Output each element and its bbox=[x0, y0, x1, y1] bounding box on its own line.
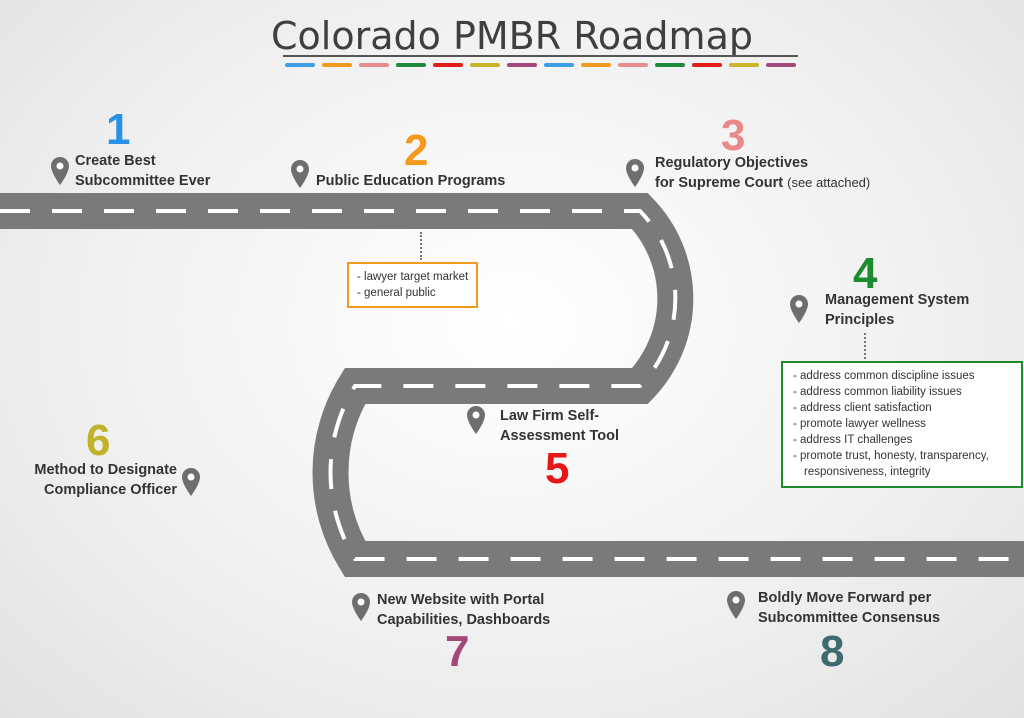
step-1-line1: Create Best bbox=[75, 153, 156, 169]
step-3-line1: Regulatory Objectives bbox=[655, 155, 809, 171]
step-2-label: Public Education Programs bbox=[316, 173, 506, 189]
title-underline bbox=[283, 55, 798, 57]
location-pin-icon bbox=[626, 159, 644, 187]
step-4-number: 4 bbox=[853, 249, 878, 298]
color-strip-segment bbox=[581, 63, 611, 67]
education-item: - general public bbox=[357, 287, 436, 299]
principle-item: - promote lawyer wellness bbox=[793, 418, 926, 430]
color-strip-segment bbox=[470, 63, 500, 67]
step-3-label: Regulatory Objectives for Supreme Court … bbox=[655, 153, 870, 193]
step-7-number: 7 bbox=[445, 627, 470, 676]
color-strip-segment bbox=[692, 63, 722, 67]
step-8-line1: Boldly Move Forward per bbox=[758, 590, 932, 606]
principles-box: - address common discipline issues - add… bbox=[781, 361, 1023, 488]
connector-dots bbox=[864, 333, 866, 359]
principle-item: responsiveness, integrity bbox=[804, 466, 931, 478]
connector-dots bbox=[420, 232, 422, 260]
principle-item: - address client satisfaction bbox=[793, 402, 932, 414]
step-6-line1: Method to Designate bbox=[34, 462, 177, 478]
location-pin-icon bbox=[467, 406, 485, 434]
step-3-note: (see attached) bbox=[787, 175, 871, 190]
principle-item: - promote trust, honesty, transparency, bbox=[793, 450, 989, 462]
color-strip-segment bbox=[359, 63, 389, 67]
color-strip-segment bbox=[285, 63, 315, 67]
step-1-number: 1 bbox=[106, 105, 131, 154]
road-center-dashes bbox=[0, 209, 1024, 561]
step-3-line2: for Supreme Court bbox=[655, 175, 784, 191]
location-pin-icon bbox=[291, 160, 309, 188]
step-8-number: 8 bbox=[820, 627, 845, 676]
color-strip-segment bbox=[544, 63, 574, 67]
education-box: - lawyer target market - general public bbox=[347, 262, 479, 308]
color-strip-segment bbox=[507, 63, 537, 67]
color-strip-segment bbox=[655, 63, 685, 67]
title-color-strip bbox=[285, 63, 797, 67]
location-pin-icon bbox=[352, 593, 370, 621]
principle-item: - address common discipline issues bbox=[793, 370, 975, 382]
step-2-number: 2 bbox=[404, 126, 429, 175]
step-7-line1: New Website with Portal bbox=[377, 592, 545, 608]
step-7-label: New Website with Portal Capabilities, Da… bbox=[377, 590, 550, 630]
principle-item: - address IT challenges bbox=[793, 434, 913, 446]
step-4-label: Management System Principles bbox=[825, 290, 969, 330]
step-3-number: 3 bbox=[721, 111, 746, 160]
location-pin-icon bbox=[790, 295, 808, 323]
color-strip-segment bbox=[433, 63, 463, 67]
page-title: Colorado PMBR Roadmap bbox=[271, 14, 753, 58]
step-5-number: 5 bbox=[545, 444, 570, 493]
color-strip-segment bbox=[729, 63, 759, 67]
step-5-line2: Assessment Tool bbox=[500, 428, 619, 444]
color-strip-segment bbox=[766, 63, 796, 67]
location-pin-icon bbox=[182, 468, 200, 496]
step-8-line2: Subcommittee Consensus bbox=[758, 610, 941, 626]
step-1-line2: Subcommittee Ever bbox=[75, 173, 211, 189]
step-7-line2: Capabilities, Dashboards bbox=[377, 612, 551, 628]
education-item: - lawyer target market bbox=[357, 271, 469, 283]
step-4-line1: Management System bbox=[825, 292, 970, 308]
step-1-label: Create Best Subcommittee Ever bbox=[75, 151, 210, 191]
step-6-number: 6 bbox=[86, 416, 111, 465]
step-8-label: Boldly Move Forward per Subcommittee Con… bbox=[758, 588, 940, 628]
location-pin-icon bbox=[727, 591, 745, 619]
step-4-line2: Principles bbox=[825, 312, 895, 328]
step-6-label: Method to Designate Compliance Officer bbox=[18, 460, 177, 500]
step-6-line2: Compliance Officer bbox=[44, 482, 177, 498]
color-strip-segment bbox=[322, 63, 352, 67]
color-strip-segment bbox=[618, 63, 648, 67]
principle-item: - address common liability issues bbox=[793, 386, 962, 398]
step-5-line1: Law Firm Self- bbox=[500, 408, 600, 424]
location-pin-icon bbox=[51, 157, 69, 185]
color-strip-segment bbox=[396, 63, 426, 67]
step-5-label: Law Firm Self- Assessment Tool bbox=[500, 406, 619, 446]
